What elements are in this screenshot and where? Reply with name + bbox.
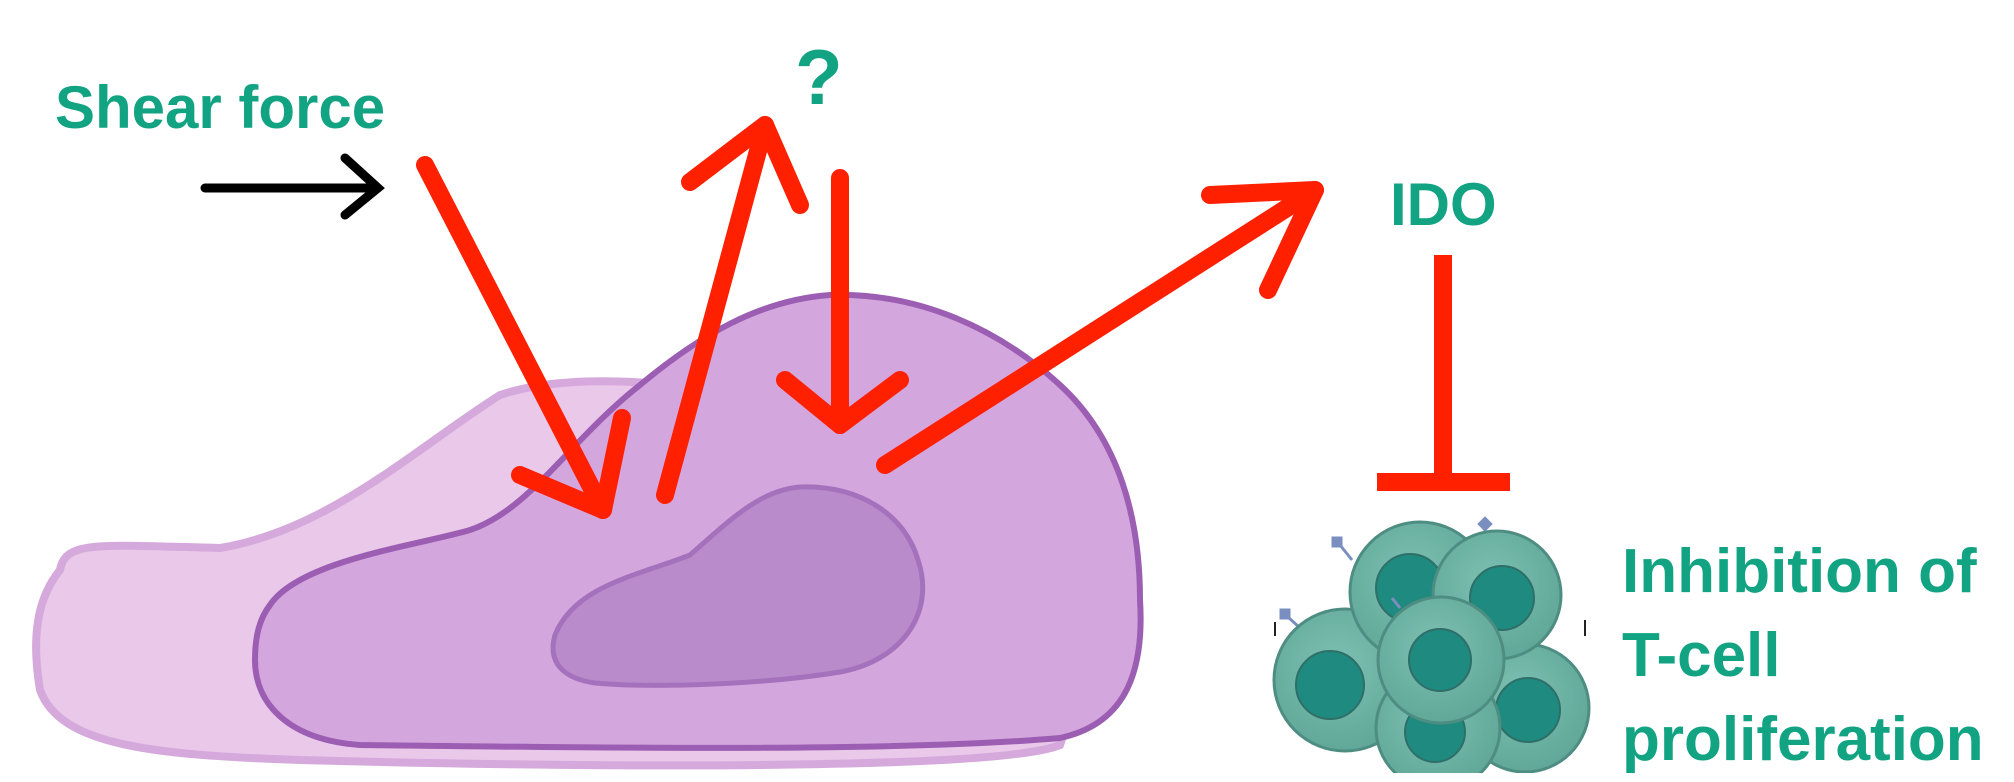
ido-label: IDO xyxy=(1390,175,1497,235)
t-cell-cluster-icon xyxy=(1274,518,1589,773)
shear-force-arrow xyxy=(205,158,378,215)
inhibition-line-3: proliferation xyxy=(1622,698,1984,782)
inhibition-label: Inhibition of T-cell proliferation xyxy=(1622,530,1984,782)
t-cell xyxy=(1378,597,1504,723)
shear-force-label: Shear force xyxy=(55,78,385,138)
question-mark-label: ? xyxy=(795,38,843,116)
inhibition-bar xyxy=(1377,255,1510,482)
inhibition-line-2: T-cell xyxy=(1622,614,1984,698)
inhibition-line-1: Inhibition of xyxy=(1622,530,1984,614)
